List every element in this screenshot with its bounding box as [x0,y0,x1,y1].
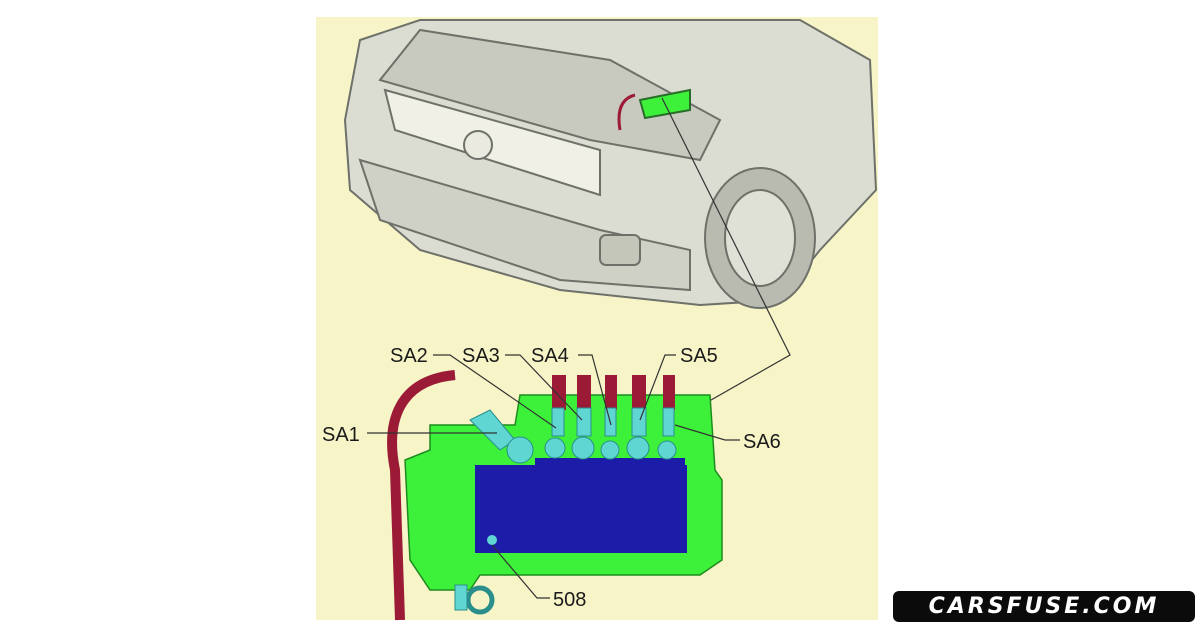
label-sa2: SA2 [390,345,428,367]
label-sa1: SA1 [322,424,360,446]
label-sa4: SA4 [531,345,569,367]
carsfuse-logo: CARSFUSE.COM [893,591,1195,622]
label-508: 508 [553,589,586,611]
battery-cable [387,370,456,621]
fuse-panel [475,465,687,553]
fuse-box [387,370,723,621]
label-sa6: SA6 [743,431,781,453]
location-leader-line [661,97,791,413]
leader-lines [367,354,740,599]
label-sa5: SA5 [680,345,718,367]
logo-text: CARSFUSE.COM [928,594,1160,619]
label-sa3: SA3 [462,345,500,367]
car-illustration [343,19,878,309]
